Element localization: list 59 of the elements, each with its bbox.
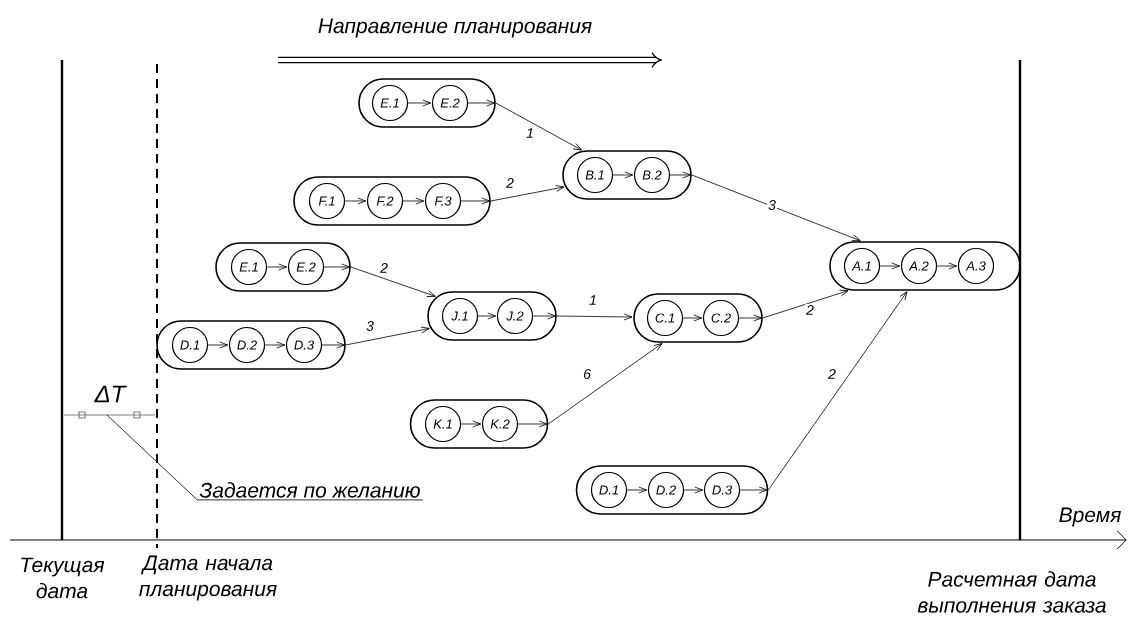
edge-label: 6 <box>582 368 592 380</box>
arrow <box>345 326 430 346</box>
edge-label: 3 <box>767 199 777 211</box>
capsule-box <box>409 399 549 449</box>
heading: Направление планирования <box>318 18 592 38</box>
capsule-box <box>633 293 763 343</box>
arrow <box>738 314 763 322</box>
dimension-label: ΔT <box>94 385 127 403</box>
date-label: Дата начала планирования <box>139 555 277 601</box>
arrow <box>264 341 286 349</box>
axis-label: Время <box>1059 507 1121 527</box>
arrow <box>612 171 634 179</box>
arrow <box>691 174 861 242</box>
arrow <box>344 197 367 205</box>
edge-label: 1 <box>525 127 535 139</box>
arrow <box>407 99 432 107</box>
date-label: Текущая дата <box>21 557 105 599</box>
arrow <box>879 262 901 270</box>
arrow <box>739 486 768 494</box>
edge-label: 1 <box>588 294 598 306</box>
arrow <box>669 171 692 179</box>
edge-label: 2 <box>827 368 837 380</box>
note-text: Задается по желанию <box>199 482 420 498</box>
arrow <box>532 312 557 320</box>
date-label: Расчетная дата выполнения заказа <box>917 571 1106 613</box>
arrow <box>682 314 703 322</box>
arrow <box>321 341 346 349</box>
edge-label: 2 <box>505 177 515 189</box>
arrow <box>323 263 351 271</box>
arrow <box>467 99 496 107</box>
capsule-box <box>562 150 692 200</box>
leader-line <box>106 414 424 501</box>
arrow <box>547 343 663 425</box>
edge-label: 3 <box>365 320 375 332</box>
edge-label: 2 <box>379 262 389 274</box>
arrow <box>460 420 482 428</box>
capsule-box <box>358 78 496 128</box>
arrow <box>402 197 425 205</box>
arrow <box>266 263 288 271</box>
capsule-box <box>215 242 351 292</box>
capsule-box <box>575 465 769 515</box>
arrow <box>936 262 958 270</box>
arrow <box>517 420 548 428</box>
capsule-box <box>427 291 557 341</box>
arrow <box>207 341 229 349</box>
arrow <box>477 312 497 320</box>
capsule-box <box>829 241 1021 291</box>
capsule-box <box>156 320 346 370</box>
arrow <box>495 102 582 151</box>
arrow <box>762 289 849 319</box>
arrow <box>350 266 436 297</box>
arrow <box>683 486 704 494</box>
edge-label: 2 <box>805 304 815 316</box>
capsule-box <box>293 176 491 226</box>
arrow <box>556 313 633 321</box>
arrow <box>626 486 648 494</box>
arrow <box>767 291 908 491</box>
arrow <box>460 197 491 205</box>
arrow <box>490 185 565 202</box>
